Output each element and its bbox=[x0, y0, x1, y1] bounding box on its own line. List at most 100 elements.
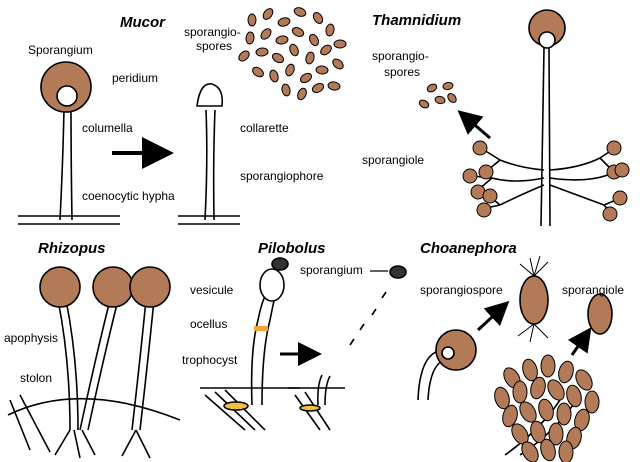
label-sporangium: Sporangium bbox=[28, 43, 93, 57]
tham-spore bbox=[426, 83, 438, 93]
title-thamnidium: Thamnidium bbox=[372, 12, 462, 29]
mucor-spore bbox=[320, 44, 332, 56]
choan-sporangiole bbox=[547, 379, 565, 401]
mucor-spore bbox=[297, 87, 307, 101]
tham-spore bbox=[447, 93, 457, 103]
mucor-spore bbox=[275, 35, 289, 45]
tham-main-stalk bbox=[540, 47, 551, 227]
mucor-spore bbox=[291, 27, 305, 37]
choan-sporangiole bbox=[556, 402, 572, 426]
pilobolus-after-stalk bbox=[317, 374, 331, 406]
rhizopus-sporangium-3 bbox=[129, 266, 171, 308]
label-apophysis: apophysis bbox=[4, 331, 59, 345]
choan-sporangiole bbox=[522, 358, 538, 382]
tham-sporangiole bbox=[482, 188, 498, 204]
label-mucor-sporangiospores-2: spores bbox=[196, 39, 233, 53]
tham-columella bbox=[538, 31, 556, 49]
choan-sporangiole bbox=[538, 398, 554, 422]
choan-sporangium bbox=[435, 329, 477, 371]
label-pilobolus-sporangium: sporangium bbox=[300, 263, 363, 277]
label-peridium: peridium bbox=[112, 71, 159, 85]
mucor-spore bbox=[247, 13, 257, 27]
mucor-spore bbox=[238, 50, 250, 62]
rhizopus-stalk-3 bbox=[131, 299, 155, 431]
choan-sporangiole bbox=[558, 360, 574, 384]
mucor-spore bbox=[332, 58, 344, 70]
choan-sporangiole bbox=[540, 354, 556, 378]
trophocyst-after bbox=[299, 404, 321, 412]
label-trophocyst: trophocyst bbox=[182, 353, 238, 367]
choan-arrow-1 bbox=[476, 300, 510, 332]
title-rhizopus: Rhizopus bbox=[38, 240, 106, 257]
mucor-spore bbox=[327, 81, 341, 91]
mucor-spore bbox=[333, 39, 347, 49]
mucor-spore bbox=[262, 8, 274, 20]
label-sporangiole: sporangiole bbox=[362, 153, 425, 167]
title-choanephora: Choanephora bbox=[420, 240, 517, 257]
mucor-spore bbox=[315, 65, 329, 75]
choan-sporangiole bbox=[558, 440, 574, 462]
tham-sporangiole bbox=[462, 168, 478, 184]
mucor-sporangiophore-a bbox=[59, 107, 73, 221]
choan-sporangiole bbox=[494, 386, 510, 410]
rhizopus-stalk-1 bbox=[57, 299, 79, 431]
choan-sporangiole bbox=[540, 438, 556, 462]
choan-sporangiole bbox=[584, 390, 600, 414]
label-tham-sporangiospores-2: spores bbox=[384, 65, 421, 79]
mucor-columella bbox=[56, 85, 78, 107]
collarette-shape bbox=[196, 83, 224, 107]
tham-sporangiole bbox=[614, 162, 630, 178]
pilobolus-substrate bbox=[200, 387, 300, 431]
label-vesicule: vesicule bbox=[190, 283, 234, 297]
label-choan-sporangiospore: sporangiospore bbox=[420, 283, 503, 297]
mucor-spore bbox=[285, 63, 295, 77]
mucor-spore bbox=[309, 33, 319, 47]
choan-sporangiole bbox=[519, 401, 537, 423]
choan-sporangiole bbox=[548, 422, 564, 446]
rhizopus-sporangium-2 bbox=[92, 266, 134, 308]
choan-sporangiole-spore bbox=[587, 293, 613, 335]
mucor-spore bbox=[269, 69, 279, 83]
label-sporangiophore: sporangiophore bbox=[240, 169, 324, 183]
mucor-spore bbox=[271, 52, 285, 64]
tham-spore bbox=[434, 95, 446, 105]
label-tham-sporangiospores-1: sporangio- bbox=[372, 49, 429, 63]
label-ocellus: ocellus bbox=[190, 317, 228, 331]
mucor-hypha-a bbox=[18, 215, 120, 225]
choan-appendages bbox=[517, 255, 549, 343]
mucor-spore bbox=[252, 66, 264, 78]
rhizopus-stalk-2 bbox=[79, 299, 119, 431]
spore-trail bbox=[349, 291, 387, 346]
mucor-spore bbox=[277, 17, 291, 27]
mucor-spore bbox=[305, 51, 315, 65]
mucor-spore bbox=[311, 82, 325, 94]
tham-sporangiole bbox=[602, 206, 618, 222]
trophocyst-shape bbox=[223, 401, 249, 411]
label-stolon: stolon bbox=[20, 371, 53, 385]
choan-sporangiole bbox=[530, 376, 546, 400]
choan-columella bbox=[441, 346, 455, 360]
tham-spore bbox=[418, 99, 430, 109]
mucor-spore bbox=[260, 28, 272, 40]
tham-spore bbox=[442, 81, 454, 91]
choan-sporangiospore bbox=[519, 275, 549, 325]
title-mucor: Mucor bbox=[120, 14, 165, 31]
choan-arrow-2 bbox=[567, 327, 592, 356]
label-coenocytic-hypha: coenocytic hypha bbox=[82, 189, 175, 203]
tham-arrow bbox=[457, 110, 491, 140]
tham-sporangiole bbox=[612, 190, 628, 206]
rhizopus-rhizoids bbox=[9, 394, 151, 459]
ocellus-band bbox=[254, 326, 268, 331]
choan-sporangiole bbox=[566, 384, 582, 408]
mucor-spore bbox=[289, 43, 299, 57]
tham-branches bbox=[491, 157, 609, 206]
choan-sporangiole bbox=[502, 404, 518, 428]
mucor-spore bbox=[325, 23, 335, 37]
tham-sporangiole bbox=[478, 164, 494, 180]
title-pilobolus: Pilobolus bbox=[258, 240, 326, 257]
choan-sporangiole bbox=[575, 369, 593, 391]
tham-sporangiole bbox=[606, 140, 622, 156]
label-choan-sporangiole: sporangiole bbox=[562, 283, 625, 297]
